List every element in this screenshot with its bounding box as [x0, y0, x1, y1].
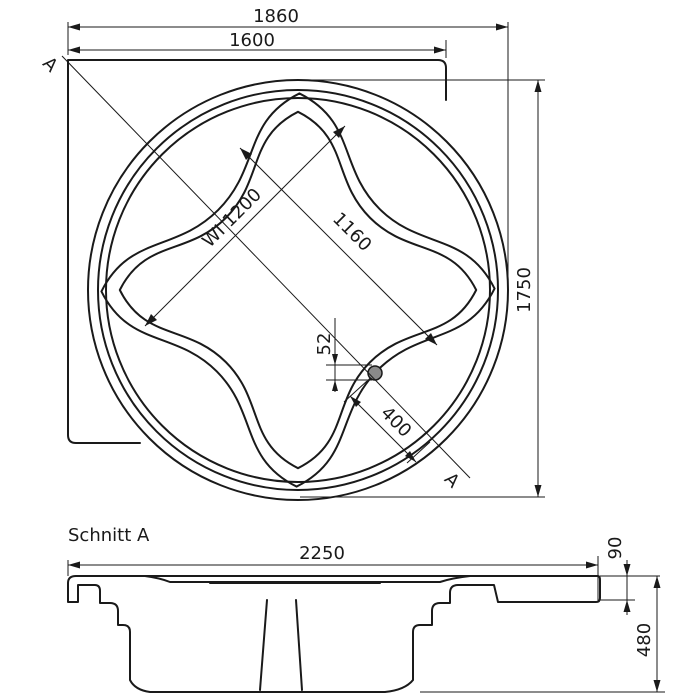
section-drain-well — [259, 599, 303, 691]
dimension-section-rim: 90 — [600, 537, 660, 615]
section-line — [61, 55, 471, 479]
section-profile-inner — [79, 575, 471, 583]
section-title: Schnitt A — [68, 525, 150, 546]
section-marker-bottom: A — [440, 469, 464, 493]
section-marker-top: A — [38, 53, 62, 77]
dim-52-label: 52 — [314, 333, 335, 356]
dim-1860-label: 1860 — [253, 6, 299, 27]
dim-1750-label: 1750 — [514, 267, 535, 313]
dimension-overall-depth: 1750 — [300, 79, 545, 498]
basin-outline-outer — [100, 92, 496, 488]
section-profile-outer — [67, 575, 601, 693]
dimension-section-height: 480 — [420, 576, 665, 693]
dimension-panel-width: 1600 — [68, 30, 447, 58]
dim-1600-label: 1600 — [229, 30, 275, 51]
dim-400-label: 400 — [376, 403, 415, 442]
dim-2250-label: 2250 — [299, 543, 345, 564]
dim-480-label: 480 — [634, 623, 655, 657]
tub-outer-rim — [87, 79, 509, 501]
section-view: Schnitt A 2250 90 — [67, 525, 665, 693]
dim-90-label: 90 — [605, 537, 626, 560]
dimension-drain-offset: 52 — [314, 318, 372, 392]
dimension-section-length: 2250 — [67, 543, 599, 602]
dimension-overall-width: 1860 — [67, 6, 509, 280]
plan-view: A A 1860 1600 1750 — [38, 6, 545, 501]
dimension-inner-diagonal: 1160 — [239, 147, 438, 346]
basin-outline-inner — [118, 110, 478, 470]
tub-rim-inner — [97, 89, 499, 491]
panel-outline — [67, 59, 447, 444]
tub-rim-step — [105, 97, 491, 483]
drain — [367, 365, 383, 381]
